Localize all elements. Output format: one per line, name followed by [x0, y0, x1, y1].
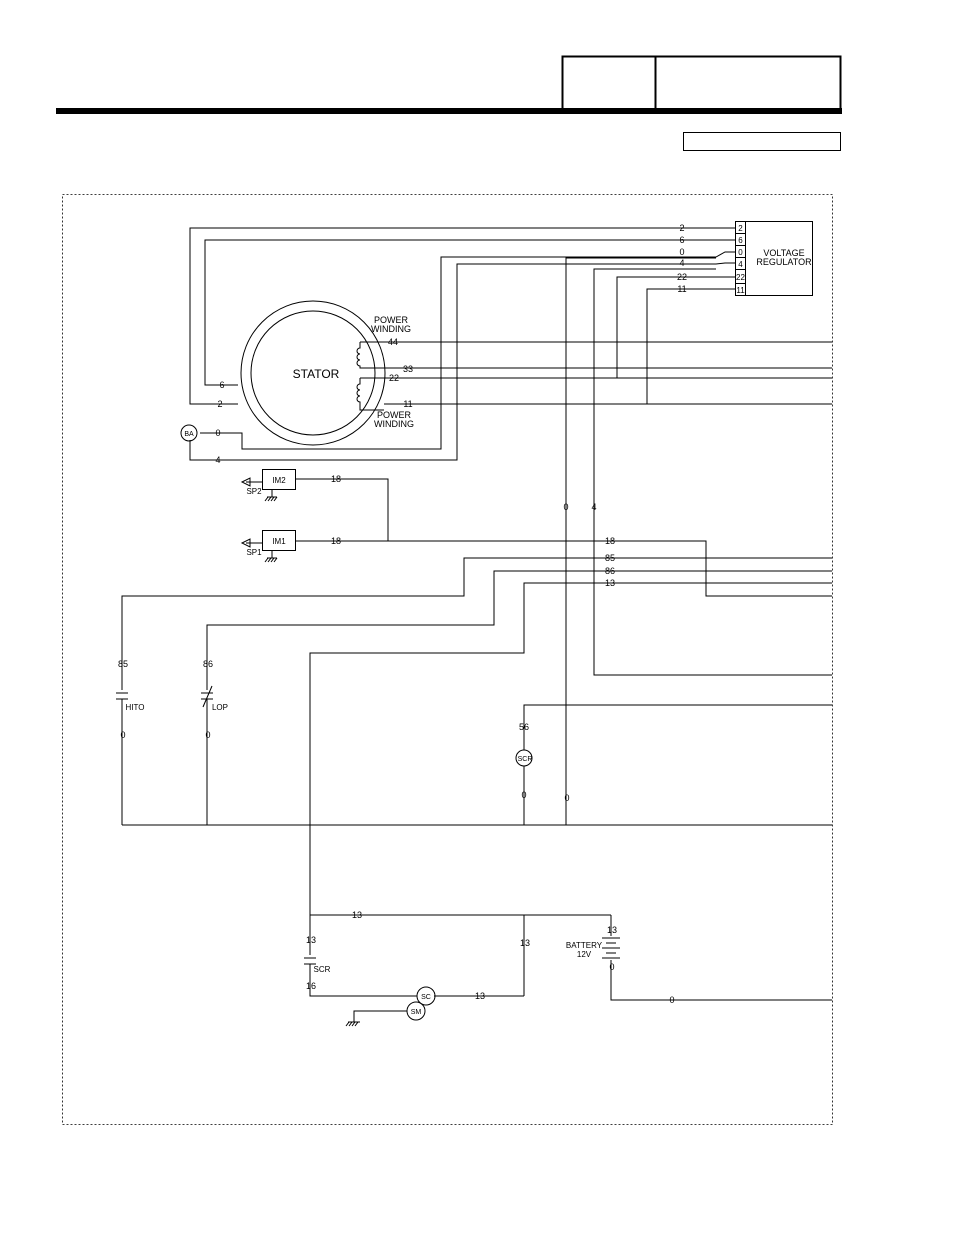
regulator-terminal-0: 0 — [738, 248, 743, 257]
regulator-title-line2: REGULATOR — [756, 257, 812, 267]
page-header — [56, 55, 842, 151]
scr-contact-label: SCR — [314, 965, 331, 974]
im1-wire-18: 18 — [331, 536, 341, 546]
lop-wire-0: 0 — [205, 730, 210, 740]
im1-label: IM1 — [272, 537, 286, 546]
hito-label: HITO — [126, 703, 145, 712]
header-rule — [56, 108, 842, 114]
header-box-section — [561, 55, 657, 112]
bus-wire-18: 18 — [605, 536, 615, 546]
wire-18-im2 — [295, 478, 389, 541]
regulator-terminal-4: 4 — [738, 260, 743, 269]
wire-0-trunk — [565, 257, 716, 825]
sp2-label: SP2 — [246, 487, 262, 496]
bus-wire-13: 13 — [605, 578, 615, 588]
regulator-title-line1: VOLTAGE — [763, 248, 804, 258]
im2-wire-18: 18 — [331, 474, 341, 484]
battery-voltage: 12V — [577, 950, 592, 959]
battery-label: BATTERY — [566, 941, 603, 950]
wire-label-6: 6 — [679, 235, 684, 245]
ba-label: BA — [184, 431, 194, 438]
header-box-title — [654, 55, 842, 112]
bus-wire-85: 85 — [605, 553, 615, 563]
wire-6 — [204, 239, 735, 386]
stator-outer-ring — [240, 300, 386, 446]
starter-wire-13-vertical: 13 — [520, 938, 530, 948]
wire-11 — [384, 288, 735, 405]
wire-86 — [206, 570, 832, 690]
battery-wire-13: 13 — [607, 925, 617, 935]
stator-wire-33: 33 — [403, 364, 413, 374]
regulator-terminal-6: 6 — [738, 236, 743, 245]
wire-85 — [121, 557, 832, 690]
wire-2 — [189, 227, 735, 405]
stator-wire-0: 0 — [215, 428, 220, 438]
wire-4-trunk — [593, 268, 832, 676]
wire-56 — [523, 704, 832, 750]
wire-label-11: 11 — [677, 284, 686, 294]
regulator-terminal-22: 22 — [736, 273, 745, 282]
wire-0-battery — [610, 960, 832, 1001]
starter-wire-13: 13 — [352, 910, 362, 920]
battery-ground-wire-0: 0 — [669, 995, 674, 1005]
im2-label: IM2 — [272, 476, 286, 485]
power-winding-bottom-line1: POWER — [377, 410, 412, 420]
sp1-label: SP1 — [246, 548, 262, 557]
stator-wire-6: 6 — [219, 380, 224, 390]
regulator-terminal-2: 2 — [738, 224, 743, 233]
hito-wire-85: 85 — [118, 659, 128, 669]
battery-wire-0: 0 — [609, 962, 614, 972]
sp1-arrow-icon — [240, 538, 251, 548]
stator-wire-44: 44 — [388, 337, 398, 347]
header-small-box — [683, 132, 841, 151]
lop-wire-86: 86 — [203, 659, 213, 669]
scr-contact-wire-13: 13 — [306, 935, 316, 945]
trunk-wire-0-lower: 0 — [564, 793, 569, 803]
stator-wire-4: 4 — [215, 455, 220, 465]
wire-label-0: 0 — [679, 247, 684, 257]
stator-label: STATOR — [293, 367, 340, 381]
sc-wire-13: 13 — [475, 991, 485, 1001]
wire-22 — [384, 276, 735, 379]
ba-component — [180, 424, 198, 442]
stator-wire-11: 11 — [403, 399, 412, 409]
wire-label-2: 2 — [679, 223, 684, 233]
voltage-regulator-box — [735, 221, 813, 296]
stator-inner-ring — [250, 310, 376, 436]
power-winding-bottom-line2: WINDING — [374, 419, 414, 429]
lop-label: LOP — [212, 703, 228, 712]
hito-wire-0: 0 — [120, 730, 125, 740]
trunk-wire-4: 4 — [591, 502, 596, 512]
wire-18 — [295, 540, 832, 597]
bus-wire-86: 86 — [605, 566, 615, 576]
power-winding-coil-bottom — [356, 378, 384, 411]
trunk-wire-0: 0 — [563, 502, 568, 512]
sc-label: SC — [421, 994, 431, 1001]
power-winding-top-line2: WINDING — [371, 324, 411, 334]
wire-13 — [309, 582, 832, 915]
power-winding-top-line1: POWER — [374, 315, 409, 325]
diagram-frame — [62, 194, 833, 1125]
scr-relay-wire-56: 56 — [519, 722, 529, 732]
wire-label-4: 4 — [679, 258, 684, 268]
scr-relay-label: SCR — [518, 756, 533, 763]
regulator-terminal-11: 11 — [736, 286, 745, 295]
scr-relay-wire-0: 0 — [521, 790, 526, 800]
power-winding-coil-top — [356, 342, 371, 369]
wire-4-ba — [189, 262, 735, 461]
scr-contact-wire-16: 16 — [306, 981, 316, 991]
starter-contactor-sc — [416, 986, 436, 1006]
sm-label: SM — [411, 1009, 422, 1016]
wire-label-22: 22 — [677, 272, 687, 282]
wire-0-ba — [200, 251, 735, 450]
wires — [116, 221, 832, 1027]
wire-16 — [309, 964, 417, 997]
sp2-arrow-icon — [240, 477, 251, 487]
stator-wire-2: 2 — [217, 399, 222, 409]
stator-wire-22: 22 — [389, 373, 399, 383]
